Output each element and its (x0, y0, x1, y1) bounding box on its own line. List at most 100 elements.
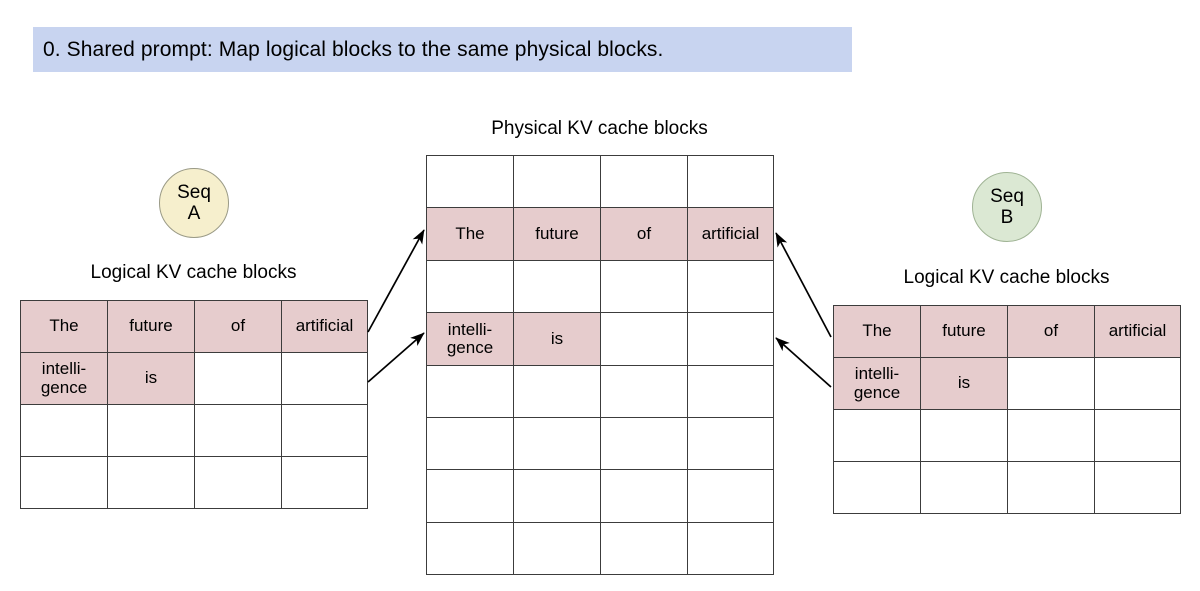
kv-block-cell-empty (20, 456, 108, 509)
kv-block-row (20, 456, 368, 509)
kv-block-row (426, 154, 774, 209)
seq-a-table-caption: Logical KV cache blocks (90, 262, 297, 283)
kv-block-cell-empty (1094, 461, 1181, 514)
kv-block-row (426, 521, 774, 576)
seq-a-label-line1: Seq (177, 181, 211, 203)
kv-block-cell-empty (1094, 357, 1181, 410)
kv-block-cell-empty (426, 469, 514, 523)
kv-block-cell-empty (107, 456, 195, 509)
physical-table-caption: Physical KV cache blocks (491, 118, 708, 139)
kv-block-cell-empty (194, 404, 282, 457)
kv-block-row (426, 469, 774, 523)
kv-block-row (426, 416, 774, 471)
kv-block-cell-filled: artificial (281, 300, 368, 353)
kv-block-cell-empty (687, 469, 774, 523)
kv-block-cell-empty (20, 404, 108, 457)
seq-a-badge: Seq A (159, 168, 229, 238)
kv-block-cell-empty (426, 521, 514, 576)
kv-block-cell-empty (513, 154, 601, 209)
arrow-seq-b-row1-to-physical-row2 (775, 232, 832, 338)
prompt-banner-text: 0. Shared prompt: Map logical blocks to … (43, 38, 664, 61)
kv-block-row (20, 404, 368, 457)
kv-block-cell-empty (194, 456, 282, 509)
seq-b-badge: Seq B (972, 172, 1042, 242)
kv-block-cell-empty (687, 364, 774, 418)
kv-block-cell-empty (107, 404, 195, 457)
kv-block-cell-empty (426, 416, 514, 471)
kv-block-cell-empty (687, 521, 774, 576)
kv-block-cell-empty (920, 461, 1008, 514)
kv-block-cell-empty (426, 364, 514, 418)
kv-block-cell-empty (281, 456, 368, 509)
arrow-seq-a-row1-to-physical-row2 (367, 229, 425, 333)
kv-block-cell-empty (687, 154, 774, 209)
kv-block-cell-empty (687, 259, 774, 314)
kv-block-cell-filled: intelli- gence (426, 312, 514, 366)
kv-block-cell-empty (833, 461, 921, 514)
arrow-seq-b-row2-to-physical-row4 (775, 337, 832, 388)
kv-block-cell-empty (513, 259, 601, 314)
kv-block-cell-empty (833, 409, 921, 462)
kv-block-cell-empty (1094, 409, 1181, 462)
kv-block-cell-empty (281, 404, 368, 457)
kv-block-cell-empty (426, 259, 514, 314)
kv-block-cell-filled: is (513, 312, 601, 366)
kv-block-cell-empty (281, 352, 368, 405)
kv-block-row (426, 259, 774, 314)
kv-block-cell-empty (1007, 409, 1095, 462)
kv-block-cell-empty (600, 521, 688, 576)
kv-block-cell-empty (194, 352, 282, 405)
kv-block-cell-empty (513, 364, 601, 418)
kv-block-cell-filled: The (426, 207, 514, 261)
arrow-seq-a-row2-to-physical-row4 (367, 332, 425, 383)
kv-block-cell-filled: artificial (1094, 305, 1181, 358)
prompt-banner: 0. Shared prompt: Map logical blocks to … (33, 27, 852, 72)
kv-block-cell-empty (600, 154, 688, 209)
kv-block-cell-empty (513, 521, 601, 576)
kv-block-cell-filled: of (194, 300, 282, 353)
kv-block-cell-empty (600, 259, 688, 314)
kv-block-cell-empty (600, 364, 688, 418)
kv-block-cell-empty (687, 416, 774, 471)
kv-block-cell-empty (600, 469, 688, 523)
kv-block-cell-filled: is (920, 357, 1008, 410)
kv-block-cell-filled: is (107, 352, 195, 405)
seq-a-label-line2: A (187, 203, 201, 224)
kv-block-cell-empty (1007, 461, 1095, 514)
seq-b-label-line2: B (1000, 207, 1014, 228)
kv-block-cell-filled: artificial (687, 207, 774, 261)
kv-block-cell-empty (920, 409, 1008, 462)
kv-block-cell-filled: future (513, 207, 601, 261)
kv-block-row (426, 364, 774, 418)
kv-block-cell-empty (513, 416, 601, 471)
kv-block-cell-filled: The (833, 305, 921, 358)
kv-block-cell-empty (513, 469, 601, 523)
kv-block-cell-filled: The (20, 300, 108, 353)
kv-block-cell-empty (426, 154, 514, 209)
seq-b-label-line1: Seq (990, 185, 1024, 207)
kv-block-row (833, 461, 1181, 514)
kv-block-cell-filled: intelli- gence (20, 352, 108, 405)
kv-block-cell-filled: of (600, 207, 688, 261)
kv-block-cell-filled: future (920, 305, 1008, 358)
kv-block-cell-filled: intelli- gence (833, 357, 921, 410)
kv-block-cell-empty (600, 312, 688, 366)
seq-b-table-caption: Logical KV cache blocks (903, 267, 1110, 288)
kv-block-cell-filled: of (1007, 305, 1095, 358)
kv-block-cell-empty (687, 312, 774, 366)
kv-block-row (833, 409, 1181, 462)
kv-block-cell-filled: future (107, 300, 195, 353)
kv-block-cell-empty (1007, 357, 1095, 410)
